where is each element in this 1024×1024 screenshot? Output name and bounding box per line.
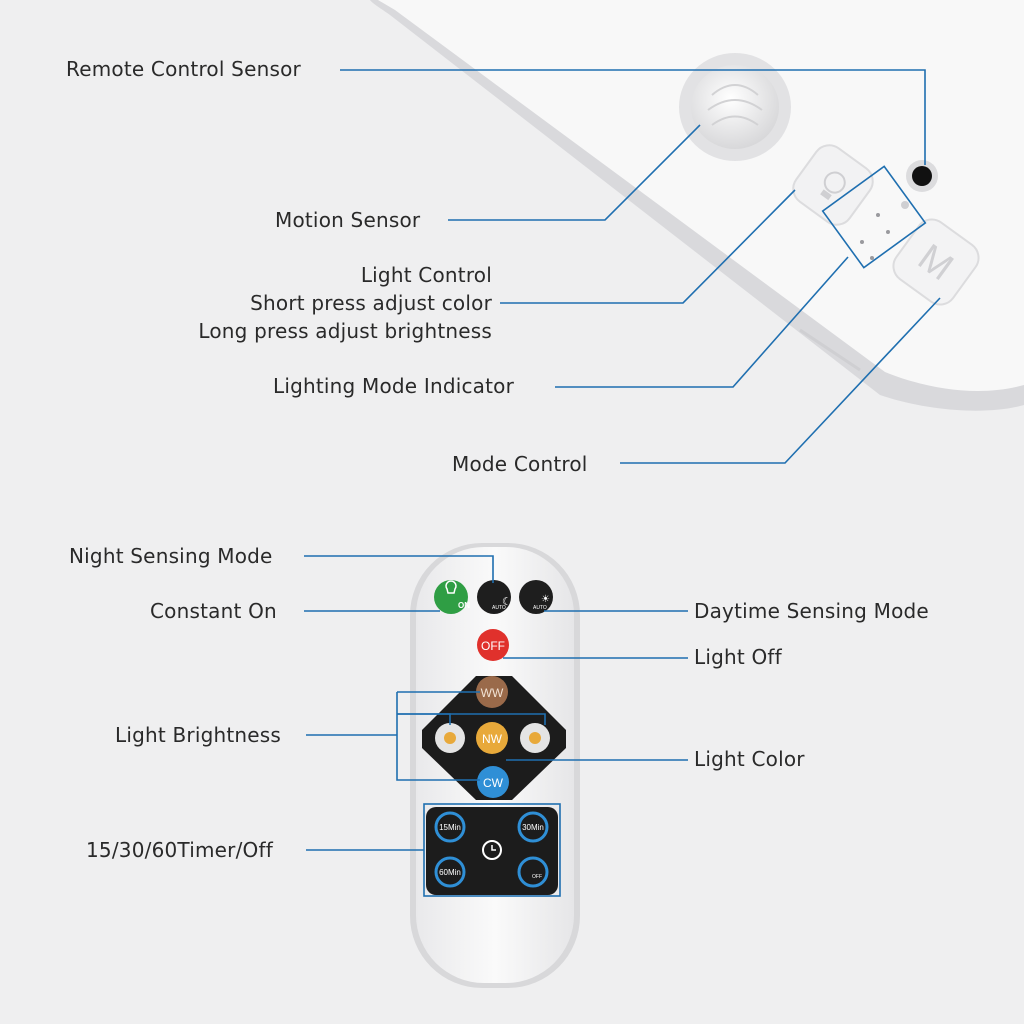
cool-white-button bbox=[477, 766, 509, 798]
indicator-box bbox=[821, 165, 927, 269]
remote-control: ON ☾ AUTO ☀ AUTO OFF WW NW CW 1 bbox=[410, 543, 580, 988]
label-constant-on: Constant On bbox=[150, 599, 277, 623]
label-remote-control-sensor: Remote Control Sensor bbox=[66, 57, 301, 81]
leader-night-sensing bbox=[304, 555, 494, 583]
warm-white-button bbox=[476, 676, 508, 708]
leader-brightness-bracket bbox=[396, 692, 480, 781]
moon-icon: ☾ bbox=[502, 596, 512, 608]
timer-30-label: 30Min bbox=[522, 823, 544, 832]
label-motion-sensor: Motion Sensor bbox=[275, 208, 421, 232]
on-button-label: ON bbox=[458, 601, 470, 610]
ww-label: WW bbox=[481, 686, 504, 700]
color-brightness-keypad: WW NW CW bbox=[422, 676, 566, 800]
label-light-brightness: Light Brightness bbox=[115, 723, 282, 747]
timer-15-label: 15Min bbox=[439, 823, 461, 832]
label-daytime-sensing-mode: Daytime Sensing Mode bbox=[694, 599, 929, 623]
label-light-control-long: Long press adjust brightness bbox=[198, 319, 492, 343]
timer-60-label: 60Min bbox=[439, 868, 461, 877]
day-auto-label: AUTO bbox=[533, 605, 547, 611]
nw-label: NW bbox=[482, 732, 503, 746]
label-mode-control: Mode Control bbox=[452, 452, 588, 476]
night-sensing-button bbox=[477, 580, 511, 614]
label-light-control-short: Short press adjust color bbox=[250, 291, 492, 315]
timer-off-label: OFF bbox=[532, 874, 542, 880]
leader-light-control bbox=[500, 189, 796, 304]
alarm-clock-icon bbox=[482, 840, 502, 860]
motion-sensor-dome bbox=[679, 53, 791, 161]
sun-low-icon bbox=[444, 732, 456, 744]
constant-on-button bbox=[434, 580, 468, 614]
label-night-sensing-mode: Night Sensing Mode bbox=[69, 544, 273, 568]
leader-brightness-left bbox=[397, 713, 451, 725]
timer-30-button bbox=[517, 811, 549, 843]
light-control-key bbox=[792, 144, 874, 226]
leader-motion-sensor bbox=[448, 124, 701, 221]
timer-keypad: 15Min 30Min 60Min OFF bbox=[426, 807, 558, 895]
timer-off-button bbox=[517, 856, 549, 888]
label-light-color: Light Color bbox=[694, 747, 805, 771]
daytime-sensing-button bbox=[519, 580, 553, 614]
sun-high-icon bbox=[529, 732, 541, 744]
sun-icon: ☀ bbox=[541, 594, 550, 605]
timer-15-button bbox=[434, 811, 466, 843]
timer-60-button bbox=[434, 856, 466, 888]
cw-label: CW bbox=[483, 776, 504, 790]
sensor-light-device: M bbox=[370, 0, 1024, 411]
leader-remote-sensor bbox=[340, 69, 926, 165]
leader-mode-control bbox=[620, 297, 941, 464]
indicator-leds bbox=[860, 201, 909, 260]
light-off-button bbox=[477, 629, 509, 661]
leader-indicator bbox=[555, 256, 849, 388]
label-timer-off: 15/30/60Timer/Off bbox=[86, 838, 273, 862]
bulb-icon bbox=[445, 580, 457, 594]
leader-lines bbox=[304, 69, 941, 897]
natural-white-button bbox=[476, 722, 508, 754]
mode-control-key bbox=[892, 218, 980, 306]
ir-sensor-eye bbox=[912, 166, 932, 186]
off-button-label: OFF bbox=[481, 639, 505, 653]
night-auto-label: AUTO bbox=[492, 605, 506, 611]
label-light-off: Light Off bbox=[694, 645, 782, 669]
label-light-control: Light Control bbox=[360, 263, 492, 287]
label-lighting-mode-indicator: Lighting Mode Indicator bbox=[273, 374, 515, 398]
